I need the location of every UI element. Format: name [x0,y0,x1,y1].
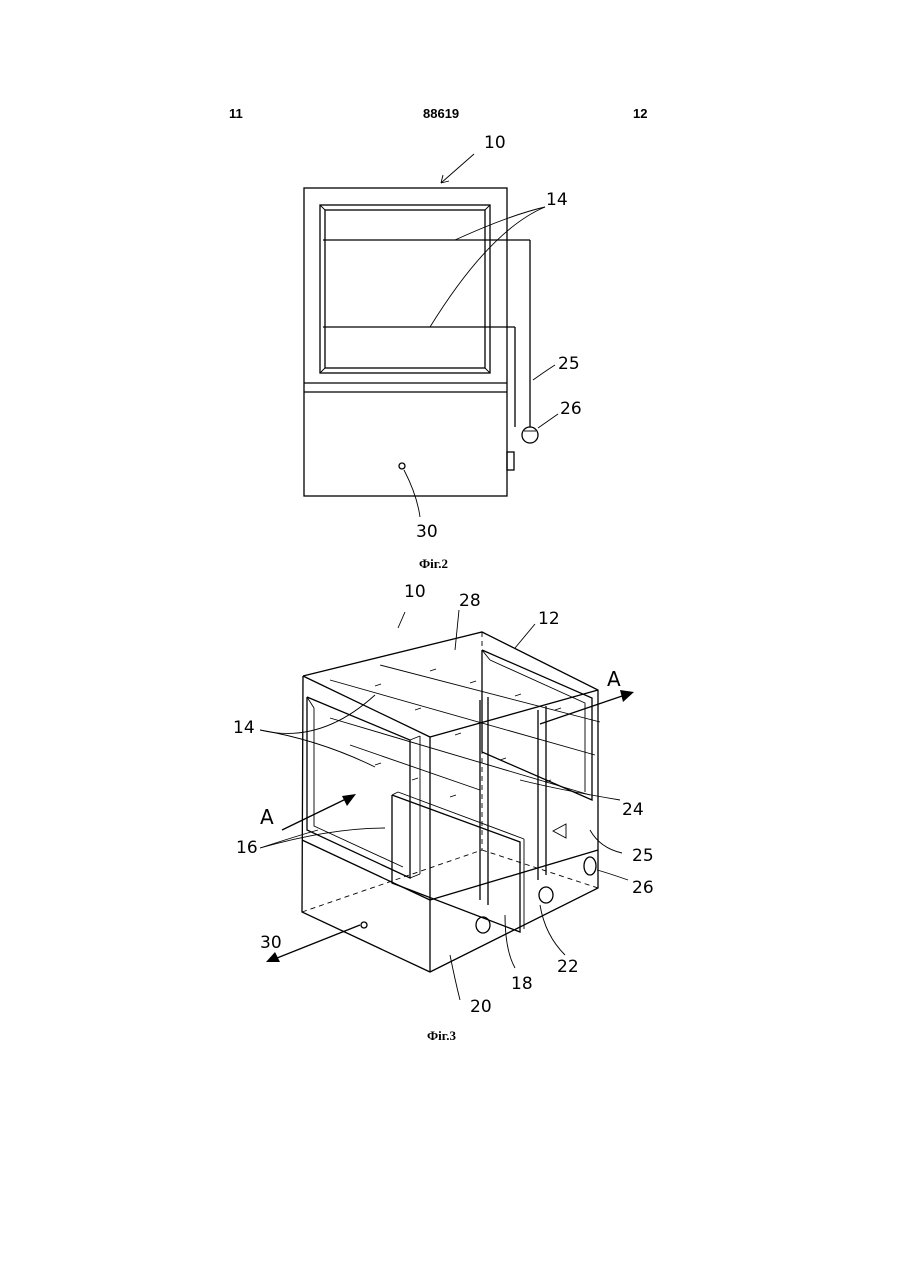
port-18 [476,917,490,933]
outlet-hole [399,463,405,469]
partition-panel [392,795,520,932]
housing-outline [304,188,507,496]
fig2-label-30: 30 [416,522,438,542]
frame-inner [325,210,485,368]
fig3-label-28: 28 [459,591,481,611]
fig3-label-16: 16 [236,838,258,858]
figure-3-isometric-view: 10 28 12 14 A A 16 24 25 26 30 22 18 20 [233,582,654,1017]
fig3-label-10: 10 [404,582,426,602]
fig3-label-24: 24 [622,800,644,820]
sensor-26 [584,857,596,875]
fig3-label-14: 14 [233,718,255,738]
fig3-label-a-right: A [607,667,621,691]
fig3-label-25: 25 [632,846,654,866]
fig3-label-30: 30 [260,933,282,953]
arrow-30 [272,925,360,960]
outlet-30 [361,922,367,928]
arrow-a-left [282,797,350,830]
fig2-label-10: 10 [484,133,506,153]
fig3-label-a-left: A [260,805,274,829]
arrow-a-right [540,694,628,724]
fig2-label-25: 25 [558,354,580,374]
fig3-label-20: 20 [470,997,492,1017]
fig3-label-18: 18 [511,974,533,994]
fig3-label-22: 22 [557,957,579,977]
figure-3-caption: Фіг.3 [427,1028,456,1044]
figure-2-caption: Фіг.2 [419,556,448,572]
fig2-label-26: 26 [560,399,582,419]
frame-outer [320,205,490,373]
port-22 [539,887,553,903]
fig2-label-14: 14 [546,190,568,210]
fig3-label-12: 12 [538,609,560,629]
side-connector [507,452,514,470]
strings-14 [330,665,600,797]
fig3-label-26: 26 [632,878,654,898]
sensor-circle [522,427,538,443]
figure-2-front-view: 10 14 25 26 30 [304,133,582,542]
